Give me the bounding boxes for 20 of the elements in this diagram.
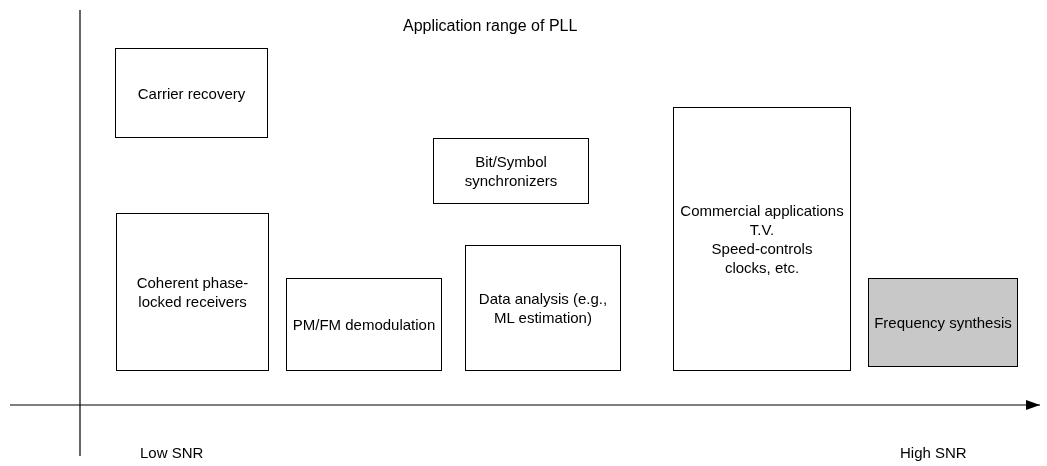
process-box — [433, 138, 589, 204]
axis-end-label: Low SNR — [140, 444, 204, 461]
box-text: Bit/Symbol synchronizers — [463, 152, 559, 190]
box-text: Carrier recovery — [137, 83, 246, 103]
process-box — [868, 278, 1018, 367]
axis-end-label: High SNR — [900, 444, 967, 461]
process-box — [673, 107, 851, 371]
box-text: clocks, etc. — [724, 258, 800, 277]
box-text: PM/FM demodulation — [292, 315, 436, 334]
process-box — [465, 245, 621, 371]
box-text: Data analysis (e.g., ML estimation) — [477, 289, 609, 327]
process-box — [115, 48, 268, 138]
box-text: T.V. — [749, 220, 775, 239]
box-text: Frequency synthesis — [874, 313, 1012, 332]
box-text: Commercial applications — [680, 201, 844, 220]
box-text: Coherent phase-locked receivers — [135, 273, 250, 311]
diagram-title: Application range of PLL — [403, 17, 578, 35]
process-box — [286, 278, 442, 371]
process-box — [116, 213, 269, 371]
box-text: Speed-controls — [711, 239, 813, 258]
